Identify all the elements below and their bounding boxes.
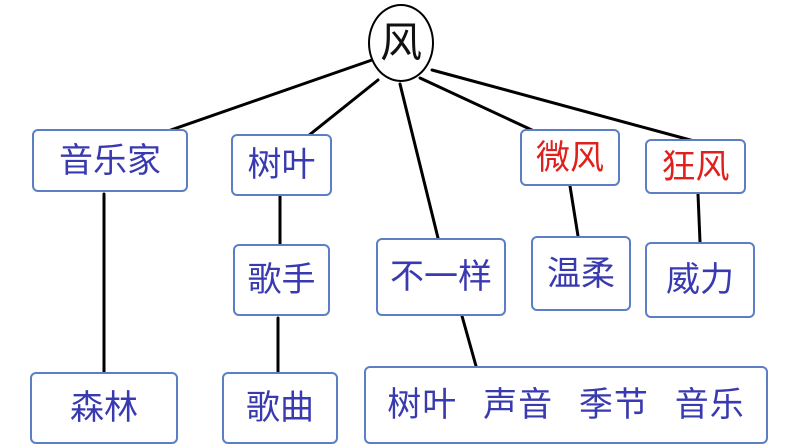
node-wenrou: 温柔 (531, 236, 631, 311)
node-label: 歌手 (247, 260, 316, 300)
node-gequ: 歌曲 (222, 372, 338, 444)
edge-root-buyiyang (398, 82, 440, 240)
edge-buyiyang-list (460, 314, 478, 368)
node-label: 微风 (536, 137, 604, 178)
node-label: 狂风 (661, 146, 730, 187)
node-label: 不一样 (390, 257, 492, 297)
edge-kuangfeng-weili (696, 192, 702, 244)
edge-root-kuangfeng (430, 68, 696, 143)
node-geshou: 歌手 (233, 244, 330, 316)
node-label: 森林 (70, 388, 138, 428)
node-senlin: 森林 (30, 372, 178, 444)
node-label: 树叶 声音 季节 音乐 (387, 385, 745, 425)
root-label: 风 (379, 18, 422, 67)
node-label: 威力 (666, 260, 734, 300)
node-weifeng: 微风 (520, 129, 620, 186)
node-label: 音乐家 (59, 140, 161, 181)
root-node: 风 (368, 4, 434, 82)
node-label: 歌曲 (246, 388, 314, 428)
node-kuangfeng: 狂风 (645, 139, 746, 194)
node-list: 树叶 声音 季节 音乐 (364, 366, 768, 444)
node-label: 温柔 (547, 253, 615, 294)
node-yinyuejia: 音乐家 (32, 129, 188, 192)
node-shuye: 树叶 (231, 134, 332, 196)
edge-weifeng-wenrou (568, 184, 580, 238)
edge-root-weifeng (418, 76, 536, 133)
edge-root-shuye (306, 78, 380, 138)
node-weili: 威力 (645, 242, 755, 318)
edge-root-yinyuejia (166, 58, 374, 133)
node-buyiyang: 不一样 (376, 238, 506, 316)
node-label: 树叶 (247, 145, 316, 185)
